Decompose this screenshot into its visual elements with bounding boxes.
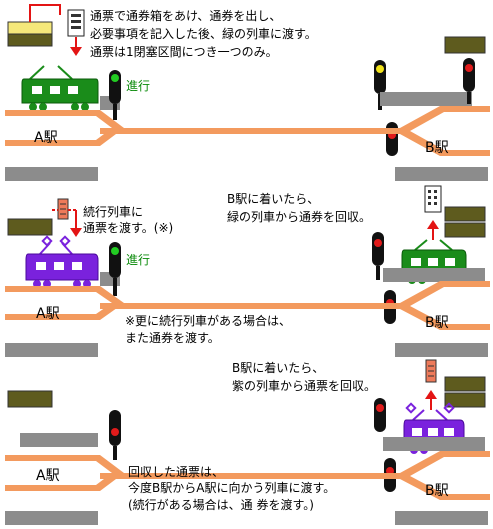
signal-b-1-lower [386, 122, 398, 156]
track-3 [5, 451, 490, 500]
scene2-station-a: A駅 [36, 306, 60, 322]
down-arrow-2 [70, 210, 82, 237]
up-arrow-2 [427, 220, 439, 240]
track-2 [5, 281, 490, 330]
scene3-bottom-note-line-1: 回収した通票は、 [128, 465, 225, 479]
scene1-signal-aspect: 進行 [126, 79, 151, 93]
scene2-left-note-line-2: 通票を渡す。(※) [83, 221, 174, 235]
station-b-box-2b [444, 222, 486, 238]
platform-a-2-lower [5, 343, 98, 357]
scene1-note-line-3: 通票は1閉塞区間につき一つのみ。 [90, 45, 278, 59]
scene3-bottom-note-line-2: 今度B駅からA駅に向かう列車に渡す。 [128, 481, 336, 495]
scene2-right-note-line-2: 緑の列車から通券を回収。 [227, 210, 372, 224]
track-1 [5, 106, 490, 156]
scene2-middle-note-line-2: また通券を渡す。 [125, 331, 220, 345]
platform-a-1-lower [5, 167, 98, 181]
ticket-icon [67, 9, 85, 37]
scene1-station-a: A駅 [34, 130, 58, 146]
purple-train-2 [25, 235, 99, 288]
scene3-right-note-line-1: B駅に着いたら、 [232, 361, 325, 375]
token-icon-2 [52, 198, 76, 220]
ticket-icon-2 [424, 185, 442, 213]
signal-a-1 [109, 70, 121, 120]
station-b-box-3b [444, 392, 486, 408]
scene3-bottom-note-line-3: (続行がある場合は、通 券を渡す。) [128, 498, 314, 512]
scene3-station-a: A駅 [36, 468, 60, 484]
token-box-a [7, 4, 61, 47]
scene1-station-b: B駅 [425, 140, 449, 156]
scene1-note-line-1: 通票で通券箱をあけ、通券を出し、 [90, 9, 282, 23]
scene2-left-note-line-1: 続行列車に [83, 205, 144, 219]
station-b-box-2a [444, 206, 486, 222]
platform-b-1-lower [395, 167, 488, 181]
platform-b-2 [383, 268, 485, 282]
station-b-box-3a [444, 376, 486, 392]
platform-a-3-lower [5, 511, 98, 525]
station-a-box-3 [7, 390, 53, 408]
scene1-note-line-2: 必要事項を記入した後、緑の列車に渡す。 [90, 27, 317, 41]
scene2-signal-aspect: 進行 [126, 253, 151, 267]
platform-b-2-lower [395, 343, 488, 357]
signal-a-3 [109, 410, 121, 460]
token-icon-3 [425, 359, 437, 383]
platform-b-3 [383, 437, 485, 451]
scene2-station-b: B駅 [425, 315, 449, 331]
signal-b-3 [374, 398, 386, 432]
scene3-station-b: B駅 [425, 483, 449, 499]
signal-b-1-red [463, 58, 475, 104]
station-b-box [444, 36, 486, 54]
platform-a-3 [20, 433, 98, 447]
scene-3 [5, 359, 490, 525]
green-train [21, 65, 99, 111]
signal-b-2 [372, 232, 384, 280]
up-arrow-3 [425, 390, 437, 410]
scene2-middle-note-line-1: ※更に続行列車がある場合は、 [125, 314, 292, 328]
down-arrow-1 [70, 37, 82, 56]
scene2-right-note-line-1: B駅に着いたら、 [227, 192, 320, 206]
scene-2 [5, 185, 490, 357]
scene3-right-note-line-2: 紫の列車から通票を回収。 [232, 379, 377, 393]
station-a-box-2 [7, 218, 53, 236]
platform-b-1 [380, 92, 472, 106]
scene-1 [5, 4, 490, 181]
signal-a-2 [109, 242, 121, 296]
platform-b-3-lower [395, 511, 488, 525]
